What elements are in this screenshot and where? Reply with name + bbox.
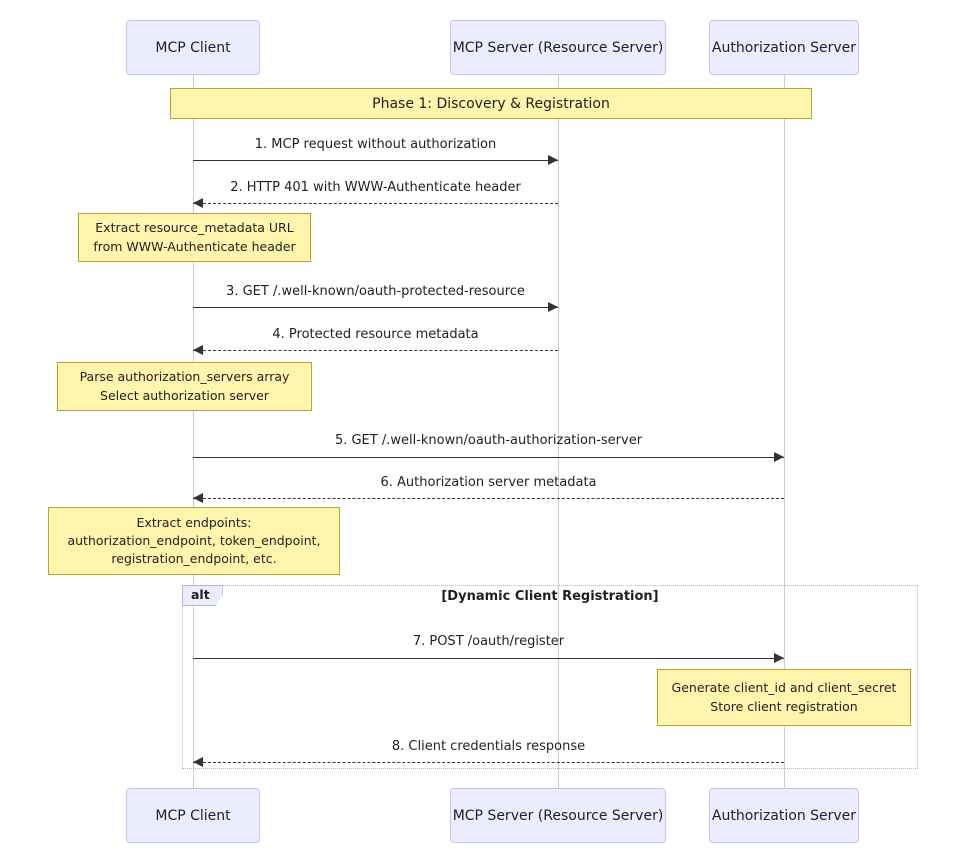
lifeline-authorization-server [784, 75, 785, 788]
note-line: registration_endpoint, etc. [111, 551, 277, 567]
actor-bottom-mcp-server: MCP Server (Resource Server) [450, 788, 666, 843]
actor-label: MCP Server (Resource Server) [452, 39, 664, 56]
message-1-label: 1. MCP request without authorization [254, 137, 497, 152]
message-8-label: 8. Client credentials response [391, 739, 586, 754]
actor-bottom-mcp-client: MCP Client [126, 788, 260, 843]
note-line: Store client registration [710, 698, 858, 714]
note-extract-resource-metadata: Extract resource_metadata URL from WWW-A… [78, 213, 311, 262]
note-line: Generate client_id and client_secret [671, 680, 897, 696]
phase-banner-label: Phase 1: Discovery & Registration [372, 95, 610, 112]
actor-top-authorization-server: Authorization Server [709, 20, 859, 75]
arrowhead-right-icon [548, 155, 558, 165]
arrowhead-left-icon [193, 757, 203, 767]
actor-top-mcp-server: MCP Server (Resource Server) [450, 20, 666, 75]
arrowhead-left-icon [193, 198, 203, 208]
note-line: Parse authorization_servers array [79, 369, 290, 385]
arrowhead-left-icon [193, 493, 203, 503]
note-line: Extract endpoints: [136, 514, 252, 530]
message-4-label: 4. Protected resource metadata [272, 327, 479, 342]
message-3-label: 3. GET /.well-known/oauth-protected-reso… [226, 284, 525, 299]
lifeline-mcp-client [193, 75, 194, 788]
actor-label: Authorization Server [711, 39, 857, 56]
alt-frame [182, 585, 918, 769]
lifeline-mcp-server [558, 75, 559, 788]
message-5-label: 5. GET /.well-known/oauth-authorization-… [334, 433, 643, 448]
message-7-label: 7. POST /oauth/register [412, 634, 565, 649]
phase-banner: Phase 1: Discovery & Registration [170, 88, 812, 119]
actor-label: MCP Client [155, 39, 231, 56]
message-6-label: 6. Authorization server metadata [380, 475, 597, 490]
alt-condition-label: [Dynamic Client Registration] [441, 589, 659, 604]
message-7-arrow [193, 658, 784, 659]
note-line: authorization_endpoint, token_endpoint, [67, 532, 321, 548]
arrowhead-left-icon [193, 345, 203, 355]
arrowhead-right-icon [774, 452, 784, 462]
alt-keyword-tag: alt [182, 585, 223, 606]
message-4-arrow [193, 350, 558, 351]
message-2-label: 2. HTTP 401 with WWW-Authenticate header [230, 180, 521, 195]
actor-top-mcp-client: MCP Client [126, 20, 260, 75]
actor-label: Authorization Server [711, 807, 857, 824]
message-6-arrow [193, 498, 784, 499]
actor-label: MCP Client [155, 807, 231, 824]
message-5-arrow [193, 457, 784, 458]
actor-label: MCP Server (Resource Server) [452, 807, 664, 824]
actor-bottom-authorization-server: Authorization Server [709, 788, 859, 843]
note-parse-authorization-servers: Parse authorization_servers array Select… [57, 362, 312, 411]
message-2-arrow [193, 203, 558, 204]
message-1-arrow [193, 160, 558, 161]
note-line: Extract resource_metadata URL [95, 220, 294, 236]
note-extract-endpoints: Extract endpoints: authorization_endpoin… [48, 507, 340, 575]
note-generate-client-credentials: Generate client_id and client_secret Sto… [657, 669, 911, 726]
note-line: Select authorization server [100, 387, 269, 403]
arrowhead-right-icon [548, 302, 558, 312]
message-3-arrow [193, 307, 558, 308]
arrowhead-right-icon [774, 653, 784, 663]
message-8-arrow [193, 762, 784, 763]
note-line: from WWW-Authenticate header [93, 238, 296, 254]
